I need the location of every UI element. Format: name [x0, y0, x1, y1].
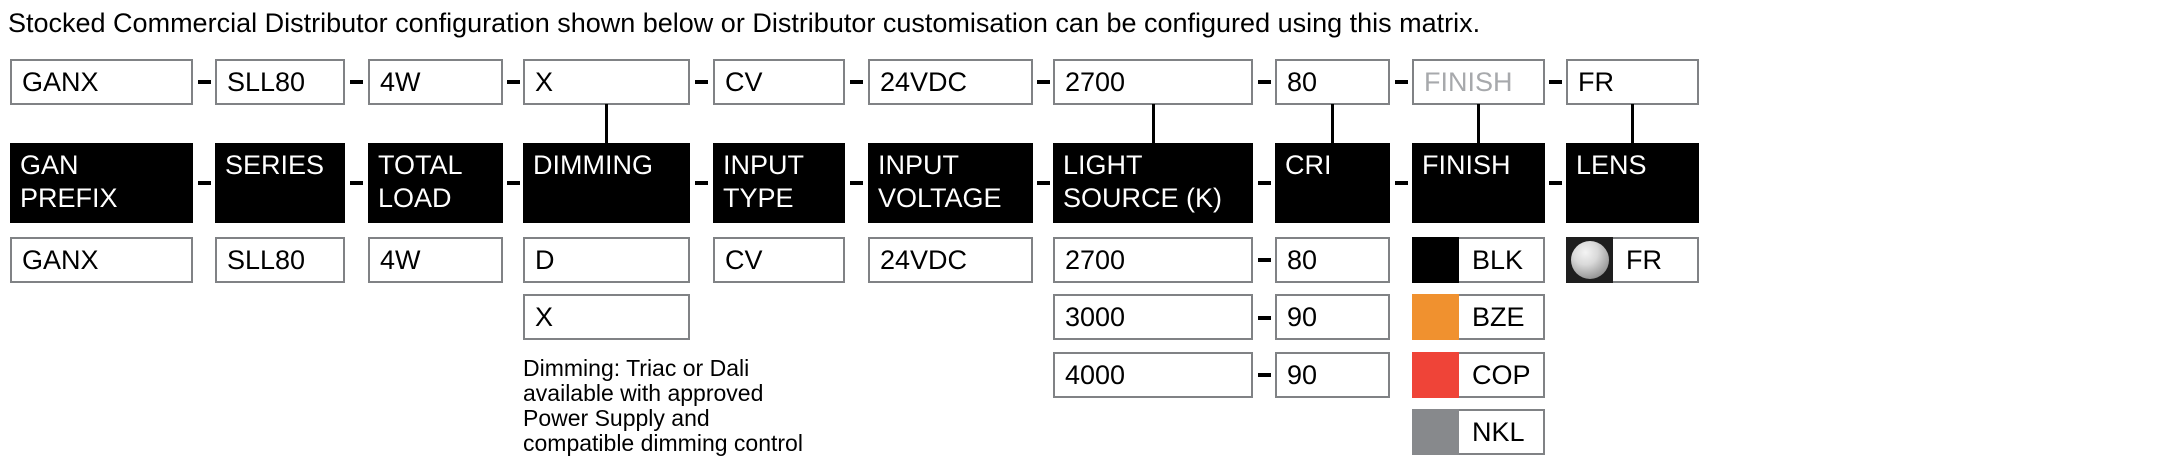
connector-line-lens	[1631, 104, 1634, 143]
header-total-load: TOTAL LOAD	[368, 143, 503, 223]
code-box-series: SLL80	[215, 59, 345, 105]
header-input-type: INPUT TYPE	[713, 143, 845, 223]
header-gan-prefix: GAN PREFIX	[10, 143, 193, 223]
header-cri: CRI	[1275, 143, 1390, 223]
finish-swatch-bronze-icon	[1412, 294, 1459, 340]
option-box-gan-prefix: GANX	[10, 237, 193, 283]
option-box-cri-80: 80	[1275, 237, 1390, 283]
separator-dash	[1549, 181, 1562, 185]
option-box-cri-90a: 90	[1275, 294, 1390, 340]
page-title: Stocked Commercial Distributor configura…	[8, 8, 1481, 38]
code-box-gan-prefix: GANX	[10, 59, 193, 105]
code-box-finish: FINISH	[1412, 59, 1545, 105]
header-lens: LENS	[1566, 143, 1699, 223]
connector-line-light-source	[1152, 104, 1155, 143]
connector-line-finish	[1477, 104, 1480, 143]
separator-dash	[1037, 80, 1050, 84]
code-box-lens: FR	[1566, 59, 1699, 105]
separator-dash	[1258, 316, 1271, 320]
option-box-light-source-4000: 4000	[1053, 352, 1253, 398]
separator-dash	[1258, 373, 1271, 377]
connector-line-dimming	[605, 104, 608, 143]
code-box-input-voltage: 24VDC	[868, 59, 1033, 105]
code-box-dimming: X	[523, 59, 690, 105]
option-box-light-source-3000: 3000	[1053, 294, 1253, 340]
separator-dash	[1258, 80, 1271, 84]
connector-line-cri	[1331, 104, 1334, 143]
option-box-dimming-x: X	[523, 294, 690, 340]
separator-dash	[1549, 80, 1562, 84]
header-finish: FINISH	[1412, 143, 1545, 223]
separator-dash	[850, 181, 863, 185]
separator-dash	[1037, 181, 1050, 185]
option-box-finish-blk: BLK	[1412, 237, 1545, 283]
option-box-light-source-2700: 2700	[1053, 237, 1253, 283]
separator-dash	[198, 80, 211, 84]
separator-dash	[198, 181, 211, 185]
finish-swatch-copper-icon	[1412, 352, 1459, 398]
option-box-total-load: 4W	[368, 237, 503, 283]
header-dimming: DIMMING	[523, 143, 690, 223]
separator-dash	[695, 181, 708, 185]
separator-dash	[1258, 258, 1271, 262]
code-box-cri: 80	[1275, 59, 1390, 105]
separator-dash	[1258, 181, 1271, 185]
finish-swatch-nickel-icon	[1412, 409, 1459, 455]
option-box-finish-bze: BZE	[1412, 294, 1545, 340]
header-input-voltage: INPUT VOLTAGE	[868, 143, 1033, 223]
option-box-finish-nkl: NKL	[1412, 409, 1545, 455]
dimming-note: Dimming: Triac or Dali available with ap…	[523, 355, 803, 456]
code-box-total-load: 4W	[368, 59, 503, 105]
separator-dash	[1395, 80, 1408, 84]
option-box-input-type: CV	[713, 237, 845, 283]
separator-dash	[850, 80, 863, 84]
separator-dash	[350, 80, 363, 84]
separator-dash	[350, 181, 363, 185]
finish-swatch-black-icon	[1412, 237, 1459, 283]
option-box-dimming-d: D	[523, 237, 690, 283]
separator-dash	[507, 181, 520, 185]
header-series: SERIES	[215, 143, 345, 223]
frosted-sphere-icon	[1566, 237, 1613, 283]
code-box-input-type: CV	[713, 59, 845, 105]
header-light-source: LIGHT SOURCE (K)	[1053, 143, 1253, 223]
separator-dash	[1395, 181, 1408, 185]
option-box-input-voltage: 24VDC	[868, 237, 1033, 283]
separator-dash	[507, 80, 520, 84]
option-box-cri-90b: 90	[1275, 352, 1390, 398]
option-box-series: SLL80	[215, 237, 345, 283]
separator-dash	[695, 80, 708, 84]
code-box-light-source: 2700	[1053, 59, 1253, 105]
option-box-finish-cop: COP	[1412, 352, 1545, 398]
option-box-lens-fr: FR	[1566, 237, 1699, 283]
